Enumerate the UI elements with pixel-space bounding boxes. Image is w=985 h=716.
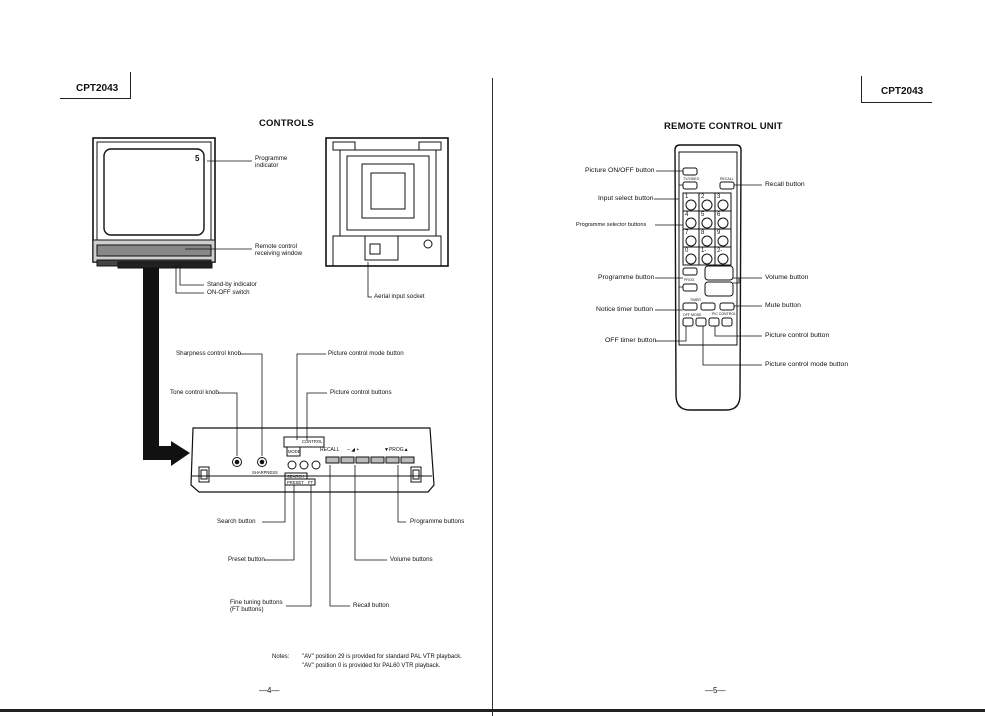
controls-diagram <box>92 137 449 607</box>
label-mute: Mute button <box>765 302 801 309</box>
page-number: —5— <box>705 686 726 695</box>
panel-prog-text: ▼PROG▲ <box>384 447 409 453</box>
page-title: REMOTE CONTROL UNIT <box>664 121 783 132</box>
panel-recall-text: RECALL <box>320 447 340 453</box>
right-page: CPT2043 REMOTE CONTROL UNIT <box>493 0 985 716</box>
label-search: Search button <box>217 518 256 525</box>
label-pic-control-buttons: Picture control buttons <box>330 389 392 396</box>
key-3: 3 <box>717 194 721 200</box>
key-4: 4 <box>685 212 689 218</box>
label-volume-buttons: Volume buttons <box>390 556 433 563</box>
key-0: 0 <box>685 248 689 254</box>
label-picture-control: Picture control button <box>765 332 830 339</box>
panel-search-text: SEARCH <box>287 474 305 479</box>
big-arrow <box>143 268 190 466</box>
label-recall-button: Recall button <box>353 602 390 609</box>
key-9: 9 <box>717 230 721 236</box>
label-picture-control-mode: Picture control mode button <box>765 361 849 368</box>
note-1: "AV" position 29 is provided for standar… <box>302 654 462 660</box>
front-panel <box>190 427 435 493</box>
remote-off-mode-text: OFF MODE <box>683 313 702 317</box>
label-notice-timer: Notice timer button <box>596 306 654 313</box>
label-programme-selector: Programme selector buttons <box>576 222 647 228</box>
label-standby: Stand-by indicator <box>207 281 257 288</box>
label-remote-window: Remote control receiving window <box>255 243 303 257</box>
remote-leader-lines <box>654 170 762 366</box>
model-box <box>861 76 932 103</box>
label-aerial: Aerial input socket <box>374 293 425 300</box>
key-5: 5 <box>701 212 705 218</box>
key-1-dash: 1- <box>701 248 707 254</box>
label-preset: Preset button <box>228 556 265 563</box>
key-6: 6 <box>717 212 721 218</box>
panel-control-text: CONTROL <box>302 439 323 444</box>
note-2: "AV" position 0 is provided for PAL60 VT… <box>302 663 441 669</box>
bottom-rule <box>0 709 985 712</box>
key-2-dash: 2- <box>717 248 723 254</box>
label-recall: Recall button <box>765 181 805 188</box>
key-8: 8 <box>701 230 705 236</box>
model-label: CPT2043 <box>881 86 924 97</box>
label-picture-onoff: Picture ON/OFF button <box>585 167 655 174</box>
remote-tv-video-text: TV/VIDEO <box>683 177 700 181</box>
label-programme-indicator: Programme indicator <box>255 155 288 169</box>
panel-volume-text: – ◢ + <box>347 447 360 453</box>
remote-timer-text: TIMER <box>690 298 701 302</box>
remote-prog-text: PROG <box>684 278 695 282</box>
label-onoff: ON-OFF switch <box>207 289 250 296</box>
label-off-timer: OFF timer button <box>605 337 657 344</box>
key-7: 7 <box>685 230 689 236</box>
label-programme-buttons: Programme buttons <box>410 518 465 525</box>
label-fine-tuning: Fine tuning buttons (FT buttons) <box>230 599 283 613</box>
remote-pic-control-text: PIC CONTROL <box>712 312 736 316</box>
model-box <box>60 72 131 99</box>
label-pic-mode-button: Picture control mode button <box>328 350 404 357</box>
tv-back <box>325 137 449 267</box>
remote-recall-text: RECALL <box>720 177 734 181</box>
numeric-keypad <box>682 192 732 266</box>
label-sharpness-knob: Sharpness control knob <box>176 350 242 357</box>
notes-label: Notes: <box>272 654 290 660</box>
page-spine <box>492 78 493 716</box>
leader-lines <box>175 160 406 607</box>
label-programme-button: Programme button <box>598 274 655 281</box>
programme-indicator-digit: 5 <box>195 154 200 163</box>
key-1: 1 <box>685 194 689 200</box>
model-label: CPT2043 <box>76 83 119 94</box>
tv-front <box>92 137 216 269</box>
remote-diagram <box>654 144 762 411</box>
panel-mode-text: MODE <box>288 449 301 454</box>
panel-preset-text: PRESET <box>287 480 304 485</box>
label-input-select: Input select button <box>598 195 654 202</box>
panel-ft-text: FT <box>308 480 314 485</box>
panel-sharpness-text: SHARPNESS <box>252 470 278 475</box>
remote-body <box>674 144 742 411</box>
key-2: 2 <box>701 194 705 200</box>
label-tone-knob: Tone control knob <box>170 389 219 396</box>
left-page: CPT2043 CONTROLS <box>0 0 492 716</box>
page-number: —4— <box>259 686 280 695</box>
page-title: CONTROLS <box>259 118 314 129</box>
label-volume: Volume button <box>765 274 809 281</box>
